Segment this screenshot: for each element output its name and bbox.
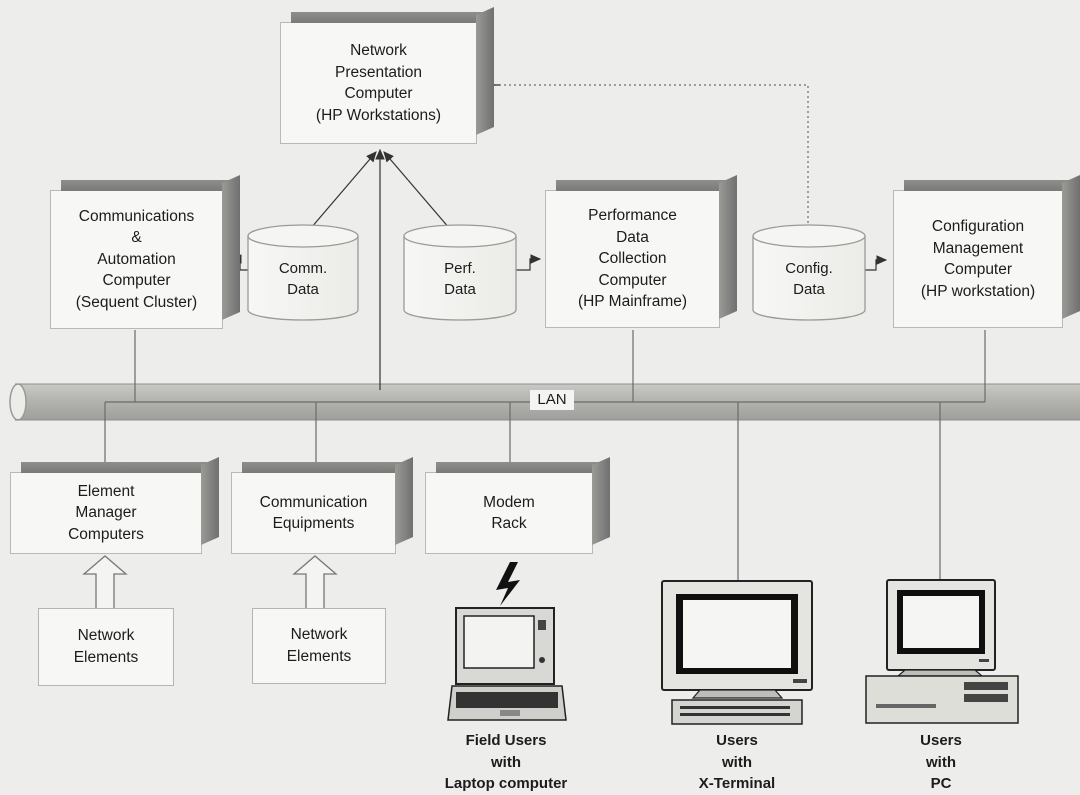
lightning-icon (496, 562, 520, 606)
x-terminal-icon (661, 580, 813, 725)
hollow-arrow-element-manager (82, 555, 128, 608)
database-cylinder-config (752, 224, 866, 321)
box-side-face (476, 6, 494, 135)
perf-data-label: Perf. Data (444, 260, 476, 298)
network-presentation-label: Network Presentation Computer (HP Workst… (315, 42, 442, 124)
box-top-face (436, 462, 602, 473)
box-top-face (904, 180, 1072, 191)
config-data-label: Config. Data (785, 260, 833, 298)
network-presentation-computer-box: Network Presentation Computer (HP Workst… (280, 6, 494, 144)
hollow-arrow-communication-equipments (292, 555, 338, 608)
box-top-face (61, 180, 232, 191)
database-cylinder-perf (403, 224, 517, 321)
element-manager-computers-box: Element Manager Computers (10, 456, 219, 554)
box-side-face (592, 456, 610, 545)
performance-collection-label: Performance Data Collection Computer (HP… (577, 207, 688, 311)
box-side-face (201, 456, 219, 545)
comm-data-label: Comm. Data (278, 260, 328, 298)
lan-label: LAN (530, 390, 574, 410)
database-cylinder-comm (247, 224, 359, 321)
modem-rack-box: Modem Rack (425, 456, 610, 554)
network-elements-label-1: Network Elements (73, 627, 139, 666)
box-top-face (556, 180, 729, 191)
laptop-caption: Field Users with Laptop computer (444, 732, 568, 792)
box-side-face (395, 456, 413, 545)
box-top-face (21, 462, 211, 473)
box-side-face (719, 174, 737, 319)
network-elements-box-2: Network Elements (252, 608, 386, 684)
communications-automation-computer-box: Communications & Automation Computer (Se… (50, 174, 240, 329)
communication-equipments-label: Communication Equipments (259, 493, 368, 533)
box-side-face (222, 174, 240, 320)
box-top-face (291, 12, 486, 23)
laptop-icon (447, 607, 567, 721)
performance-collection-computer-box: Performance Data Collection Computer (HP… (545, 174, 737, 328)
configuration-management-label: Configuration Management Computer (HP wo… (920, 218, 1036, 300)
communications-automation-label: Communications & Automation Computer (Se… (75, 207, 198, 311)
box-top-face (242, 462, 405, 473)
box-side-face (1062, 174, 1080, 319)
pc-caption: Users with PC (920, 732, 962, 792)
x-terminal-caption: Users with X-Terminal (698, 732, 776, 792)
modem-rack-label: Modem Rack (483, 493, 535, 533)
network-elements-box-1: Network Elements (38, 608, 174, 686)
configuration-management-computer-box: Configuration Management Computer (HP wo… (893, 174, 1080, 328)
element-manager-label: Element Manager Computers (68, 482, 144, 543)
network-elements-label-2: Network Elements (286, 626, 352, 665)
pc-icon (865, 579, 1019, 724)
communication-equipments-box: Communication Equipments (231, 456, 413, 554)
